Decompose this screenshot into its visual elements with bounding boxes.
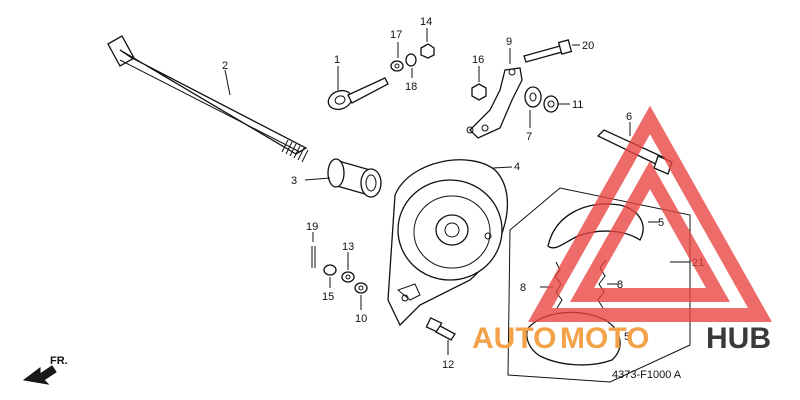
watermark-moto: MOTO xyxy=(560,322,649,355)
pin-19 xyxy=(311,232,316,268)
nuts-lower-left xyxy=(323,252,368,310)
adjuster-part xyxy=(327,66,389,111)
callout-2: 2 xyxy=(222,60,228,72)
brake-shoe-box xyxy=(507,187,691,383)
collar-part xyxy=(304,158,382,198)
callout-16: 16 xyxy=(472,54,484,66)
callout-10: 10 xyxy=(355,313,367,325)
callout-20: 20 xyxy=(582,40,594,52)
callout-19: 19 xyxy=(306,221,318,233)
callout-8-left: 8 xyxy=(520,282,526,294)
callout-12: 12 xyxy=(442,359,454,371)
callout-8-right: 8 xyxy=(617,279,623,291)
callout-3: 3 xyxy=(291,175,297,187)
callout-17: 17 xyxy=(390,29,402,41)
bolt-12 xyxy=(425,317,456,355)
callout-7: 7 xyxy=(526,131,532,143)
callout-6: 6 xyxy=(626,111,632,123)
small-hardware-top xyxy=(390,28,435,78)
callout-14: 14 xyxy=(420,16,432,28)
callout-1: 1 xyxy=(334,54,340,66)
callout-13: 13 xyxy=(342,241,354,253)
brake-panel-part xyxy=(387,159,513,327)
watermark-logo xyxy=(528,105,772,322)
callout-5-lower: 5 xyxy=(624,331,630,343)
washer-11 xyxy=(543,95,570,113)
indicator-plate-7 xyxy=(524,86,542,128)
watermark-auto: AUTO xyxy=(472,322,556,355)
axle-part xyxy=(107,35,309,163)
nut-16 xyxy=(471,66,487,101)
callout-11: 11 xyxy=(572,99,583,111)
bolt-20 xyxy=(523,39,580,63)
callout-18: 18 xyxy=(405,81,417,93)
callout-5-upper: 5 xyxy=(658,217,664,229)
front-arrow-label: FR. xyxy=(50,355,68,367)
front-arrow-icon: FR. xyxy=(22,355,68,385)
callout-15: 15 xyxy=(322,291,334,303)
diagram-code: 4373-F1000 A xyxy=(612,369,682,381)
watermark-hub: HUB xyxy=(706,322,771,355)
brake-arm-part xyxy=(466,48,523,139)
callout-4: 4 xyxy=(514,161,520,173)
watermark-text: AUTO MOTO HUB xyxy=(472,322,771,355)
callout-9: 9 xyxy=(506,36,512,48)
